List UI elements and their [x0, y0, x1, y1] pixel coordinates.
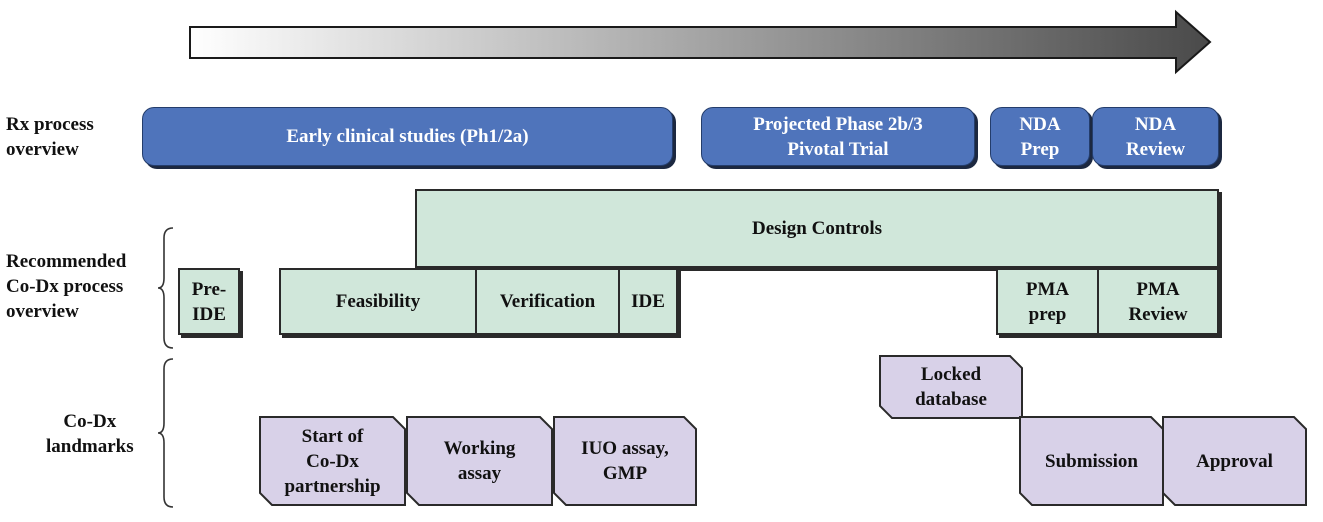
rx-phase-pivotal-trial: Projected Phase 2b/3 Pivotal Trial: [701, 107, 975, 166]
landmark-locked-database-label: Locked database: [915, 364, 987, 410]
landmark-locked-database: Locked database: [879, 355, 1023, 419]
landmark-approval: Approval: [1162, 416, 1307, 506]
codx-pre-ide: Pre- IDE: [178, 268, 240, 335]
landmark-working-assay-label: Working assay: [443, 438, 516, 484]
codx-design-controls: Design Controls: [415, 189, 1219, 268]
landmark-approval-label: Approval: [1196, 450, 1273, 472]
rx-phase-nda-prep: NDA Prep: [990, 107, 1090, 166]
landmark-submission-label: Submission: [1045, 450, 1138, 472]
codx-ide: IDE: [618, 268, 678, 335]
row-label-landmarks: Co-Dx landmarks: [46, 411, 134, 457]
rx-phase-early-clinical: Early clinical studies (Ph1/2a): [142, 107, 673, 166]
landmark-submission: Submission: [1019, 416, 1164, 506]
landmark-start-partnership-label: Start of Co-Dx partnership: [284, 425, 381, 497]
timeline-arrow: [189, 9, 1212, 75]
landmark-iuo-assay-label: IUO assay, GMP: [581, 438, 669, 484]
codx-brace: [157, 227, 174, 349]
codx-pma-review: PMA Review: [1097, 268, 1219, 335]
row-label-rx: Rx process overview: [6, 114, 94, 160]
rx-phase-nda-review: NDA Review: [1092, 107, 1219, 166]
landmarks-brace: [157, 358, 174, 508]
landmark-start-partnership: Start of Co-Dx partnership: [259, 416, 406, 506]
codx-feasibility: Feasibility: [279, 268, 477, 335]
landmark-iuo-assay: IUO assay, GMP: [553, 416, 697, 506]
codx-verification: Verification: [475, 268, 620, 335]
row-label-codx: Recommended Co-Dx process overview: [6, 251, 127, 322]
landmark-working-assay: Working assay: [406, 416, 553, 506]
codx-pma-prep: PMA prep: [996, 268, 1099, 335]
